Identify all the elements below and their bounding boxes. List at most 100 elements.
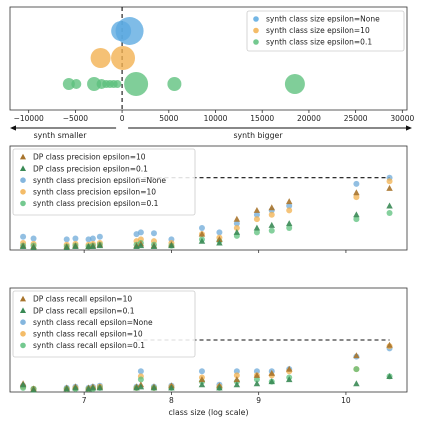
triangle-point	[168, 242, 175, 249]
triangle-point	[353, 189, 360, 196]
size-point	[124, 72, 149, 96]
legend-marker	[19, 153, 27, 160]
circle-point	[253, 229, 260, 236]
triangle-point	[30, 386, 37, 393]
triangle-point	[216, 384, 223, 391]
legend-marker	[19, 165, 27, 171]
triangle-point	[89, 243, 97, 250]
triangle-point	[285, 365, 293, 372]
legend-label: synth class recall epsilon=0.1	[33, 341, 145, 350]
legend-marker	[20, 189, 26, 195]
plot-frame	[9, 287, 408, 393]
circle-point	[253, 368, 260, 375]
triangle-point	[268, 378, 275, 385]
legend-box	[246, 10, 405, 52]
x-tick-label: 25000	[344, 114, 368, 123]
x-tick-label: 8	[169, 396, 174, 405]
triangle-point	[30, 243, 37, 250]
circle-point	[286, 224, 293, 231]
synth-smaller-label: synth smaller	[34, 131, 88, 140]
synth-bigger-label: synth bigger	[233, 131, 283, 140]
circle-point	[253, 211, 260, 218]
triangle-point	[386, 373, 393, 379]
circle-point	[198, 368, 205, 375]
triangle-point	[233, 228, 241, 235]
triangle-point	[285, 198, 293, 205]
circle-point	[137, 368, 144, 375]
synth-bigger-arrowhead	[406, 125, 412, 131]
circle-point	[286, 207, 293, 214]
triangle-point	[19, 381, 27, 388]
circle-point	[353, 216, 360, 223]
size-point	[62, 78, 75, 90]
triangle-point	[198, 381, 206, 388]
triangle-point	[386, 341, 393, 348]
circle-point	[386, 178, 393, 185]
triangle-point	[150, 243, 158, 250]
x-tick-label: 30000	[390, 114, 414, 123]
legend-marker	[20, 200, 26, 207]
circle-point	[137, 376, 144, 383]
circle-point	[198, 224, 205, 231]
triangle-point	[150, 384, 158, 391]
triangle-point	[216, 239, 223, 246]
x-tick-label: 10000	[204, 114, 228, 123]
x-tick-label: 15000	[250, 114, 274, 123]
legend-label: synth class size epsilon=None	[266, 15, 380, 24]
x-tick-label: 5000	[159, 114, 178, 123]
x-tick-label: 0	[120, 114, 125, 123]
legend-label: DP class recall epsilon=10	[33, 295, 132, 304]
legend-label: synth class precision epsilon=10	[33, 188, 156, 197]
circle-point	[253, 216, 260, 223]
legend-marker	[253, 16, 259, 22]
circle-point	[268, 227, 275, 234]
circle-point	[96, 233, 103, 240]
x-tick-label: 9	[256, 396, 261, 405]
legend-label: DP class precision epsilon=0.1	[33, 164, 148, 173]
circle-point	[353, 194, 360, 201]
triangle-point	[198, 376, 206, 383]
circle-point	[72, 235, 79, 242]
triangle-point	[386, 184, 393, 191]
triangle-point	[19, 243, 27, 250]
x-tick-label: 7	[82, 396, 87, 405]
triangle-point	[216, 236, 223, 242]
triangle-point	[233, 215, 241, 222]
triangle-point	[285, 220, 293, 227]
size-point	[87, 77, 102, 91]
triangle-point	[198, 230, 206, 237]
legend-label: synth class recall epsilon=10	[33, 330, 143, 339]
size-point	[284, 74, 305, 94]
circle-point	[268, 211, 275, 218]
size-point	[167, 77, 182, 91]
triangle-point	[137, 383, 145, 390]
circle-point	[386, 209, 393, 216]
circle-point	[20, 233, 27, 240]
triangle-point	[72, 243, 79, 250]
x-tick-label: 10	[341, 396, 351, 405]
triangle-point	[253, 224, 261, 231]
triangle-point	[253, 380, 261, 387]
size-point	[71, 79, 82, 89]
triangle-point	[268, 204, 275, 211]
legend-box	[12, 290, 196, 358]
triangle-point	[168, 384, 175, 391]
triangle-point	[63, 385, 70, 392]
legend-marker	[253, 39, 259, 45]
triangle-point	[386, 202, 393, 209]
x-tick-label: 20000	[297, 114, 321, 123]
circle-point	[30, 235, 37, 242]
circle-point	[353, 180, 360, 187]
triangle-point	[353, 380, 360, 387]
circle-point	[233, 372, 240, 379]
triangle-point	[72, 384, 79, 391]
triangle-point	[268, 221, 275, 228]
size-point	[113, 80, 122, 88]
circle-point	[150, 230, 157, 237]
size-point	[111, 46, 136, 70]
synth-smaller-arrowhead	[10, 125, 16, 131]
triangle-point	[63, 243, 70, 250]
circle-point	[137, 229, 144, 236]
